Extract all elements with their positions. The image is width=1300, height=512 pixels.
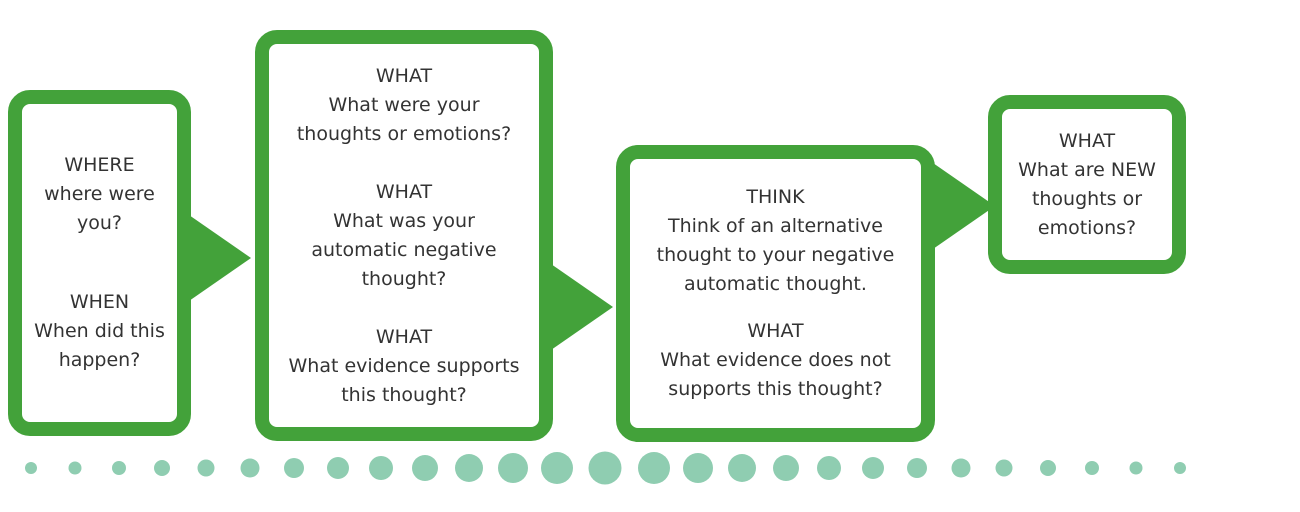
decorative-dot <box>541 452 573 484</box>
decorative-dot <box>25 462 37 474</box>
decorative-dot <box>240 458 260 478</box>
decorative-dot <box>951 458 971 478</box>
decorative-dot <box>112 461 126 475</box>
step-box-where-when: WHERE where were you? WHEN When did this… <box>8 90 191 436</box>
section-text: automatic thought. <box>684 273 867 295</box>
decorative-dot <box>683 453 713 483</box>
section-text: What was your <box>333 209 475 232</box>
section-text: What evidence supports <box>288 354 520 377</box>
decorative-dot <box>1174 462 1186 474</box>
section-text: supports this thought? <box>668 378 883 400</box>
decorative-dot <box>995 459 1013 477</box>
decorative-dot <box>588 451 622 485</box>
section-heading: WHEN <box>69 291 130 313</box>
arrow-right-icon <box>189 215 251 301</box>
section-text: What evidence does not <box>660 349 891 371</box>
section-text: Think of an alternative <box>668 215 883 237</box>
decorative-dot <box>498 453 528 483</box>
box-section: WHERE where were you? <box>44 151 155 238</box>
box-section: WHAT What evidence supports this thought… <box>289 323 520 410</box>
decorative-dot <box>907 458 927 478</box>
box-section: THINK Think of an alternative thought to… <box>657 183 895 299</box>
decorative-dot <box>862 457 884 479</box>
arrow-right-icon <box>551 264 613 350</box>
section-text: What are NEW <box>1018 158 1156 181</box>
section-heading: WHERE <box>64 154 135 176</box>
section-text: When did this <box>34 320 165 342</box>
section-text: emotions? <box>1037 216 1137 239</box>
section-text: automatic negative <box>311 238 497 261</box>
box-section: WHAT What evidence does not supports thi… <box>660 317 891 404</box>
section-text: this thought? <box>341 383 467 406</box>
box-section: WHEN When did this happen? <box>34 288 165 375</box>
section-text: What were your <box>328 93 480 116</box>
decorative-dot <box>197 459 215 477</box>
box-section: WHAT What are NEW thoughts or emotions? <box>1018 127 1156 243</box>
decorative-dot <box>773 455 799 481</box>
decorative-dot <box>1040 460 1056 476</box>
section-text: thought to your negative <box>656 244 895 266</box>
step-box-thoughts: WHAT What were your thoughts or emotions… <box>255 30 553 441</box>
decorative-dot <box>284 458 304 478</box>
section-heading: WHAT <box>375 180 433 203</box>
decorative-dot <box>154 460 170 476</box>
section-heading: WHAT <box>375 64 433 87</box>
section-text: you? <box>77 212 122 234</box>
decorative-dot <box>728 454 756 482</box>
step-box-new-thoughts: WHAT What are NEW thoughts or emotions? <box>988 95 1186 274</box>
decorative-dot <box>1085 461 1099 475</box>
section-text: thought? <box>361 267 447 290</box>
box-section: WHAT What were your thoughts or emotions… <box>297 62 511 149</box>
decorative-dot <box>369 456 393 480</box>
section-text: happen? <box>58 349 141 371</box>
decorative-dot <box>327 457 349 479</box>
box-section: WHAT What was your automatic negative th… <box>311 178 496 294</box>
section-heading: WHAT <box>375 325 433 348</box>
section-text: thoughts or <box>1031 187 1143 210</box>
section-heading: WHAT <box>1058 129 1116 152</box>
section-heading: WHAT <box>747 320 804 342</box>
section-text: where were <box>44 183 155 205</box>
section-text: thoughts or emotions? <box>296 122 512 145</box>
step-box-alternative: THINK Think of an alternative thought to… <box>616 145 935 442</box>
arrow-right-icon <box>933 163 995 249</box>
decorative-dot <box>817 456 841 480</box>
decorative-dot <box>455 454 483 482</box>
decorative-dot <box>638 452 670 484</box>
section-heading: THINK <box>746 186 805 208</box>
decorative-dot <box>1129 461 1143 475</box>
decorative-dot <box>68 461 82 475</box>
decorative-dot <box>412 455 438 481</box>
decorative-dot-row <box>25 451 1186 485</box>
